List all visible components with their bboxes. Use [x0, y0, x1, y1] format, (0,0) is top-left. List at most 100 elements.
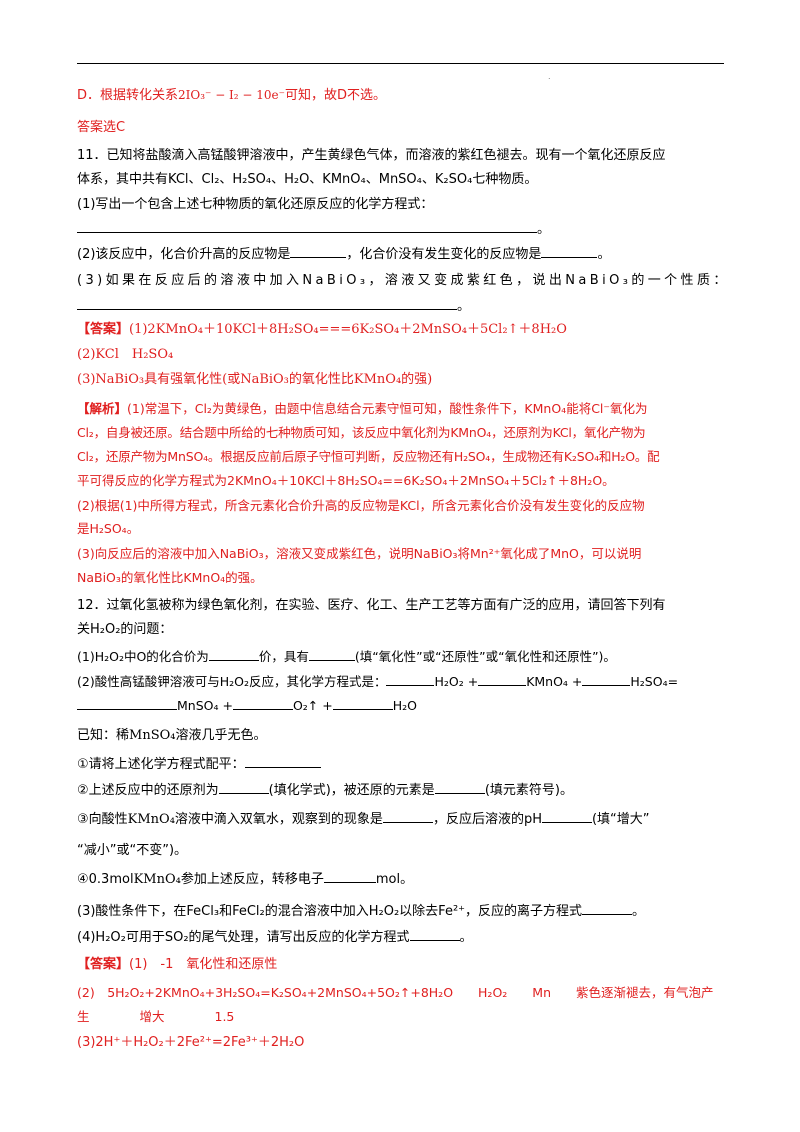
q11-part3: (3)如果在反应后的溶液中加入NaBiO₃，溶液又变成紫红色，说出NaBiO₃的… — [77, 273, 730, 288]
analysis-11-line5: (2)根据(1)中所得方程式，所含元素化合价升高的反应物是KCl，所含元素化合价… — [77, 498, 645, 513]
q11-part1-blank[interactable] — [77, 220, 537, 233]
analysis-11-line8: NaBiO₃的氧化性比KMnO₄的强。 — [77, 570, 263, 585]
q11-part2-blank1[interactable] — [290, 245, 347, 258]
q12-part4-period: 。 — [459, 930, 473, 945]
q12-sub2-text-c: (填元素符号)。 — [484, 783, 573, 798]
q11-part2-text-a: (2)该反应中，化合价升高的反应物是 — [77, 247, 291, 262]
q12-part3-period: 。 — [632, 904, 646, 919]
q12-sub3-text-b: 溶液中滴入双氧水，观察到的现象是 — [174, 812, 383, 827]
header-dot: . — [548, 72, 551, 81]
q12-sub2-text-a: ②上述反应中的还原剂为 — [77, 783, 219, 798]
analysis-11-line4: 平可得反应的化学方程式为2KMnO₄＋10KCl＋8H₂SO₄==6K₂SO₄＋… — [77, 473, 615, 488]
answer-11-2: (2)KCl H₂SO₄ — [77, 347, 174, 362]
q12-sub3-formula: KMnO₄ — [127, 812, 175, 827]
q12-known-formula: MnSO₄ — [129, 728, 176, 743]
q12-sub4-text-c: mol。 — [375, 872, 414, 887]
q12-sub3: ③向酸性KMnO₄溶液中滴入双氧水，观察到的现象是 ，反应后溶液的pH (填“增大” — [77, 810, 650, 829]
q12-known: 已知：稀MnSO₄溶液几乎无色。 — [77, 727, 267, 745]
q11-part3-blank[interactable] — [77, 297, 457, 310]
answer-12-1: (1) -1 氧化性和还原性 — [129, 957, 278, 972]
q12-sub3-blank1[interactable] — [382, 810, 433, 823]
q12-part3-blank[interactable] — [582, 902, 633, 915]
q12-part1-blank2[interactable] — [308, 648, 355, 661]
q12-coef-mnso4[interactable] — [77, 697, 177, 710]
q12-h2so4: H₂SO₄= — [630, 674, 679, 689]
q12-sub4: ④0.3molKMnO₄参加上述反应，转移电子 mol。 — [77, 870, 413, 889]
answer-12-2-line1: (2) 5H₂O₂+2KMnO₄+3H₂SO₄=K₂SO₄+2MnSO₄+5O₂… — [77, 985, 714, 1000]
answer-12-3: (3)2H⁺＋H₂O₂＋2Fe²⁺=2Fe³⁺＋2H₂O — [77, 1035, 305, 1050]
q12-part1: (1)H₂O₂中O的化合价为 价，具有 (填“氧化性”或“还原性”或“氧化性和还原性… — [77, 648, 616, 666]
q12-sub4-blank[interactable] — [323, 870, 376, 883]
analysis-11-line1: (1)常温下，Cl₂为黄绿色，由题中信息结合元素守恒可知，酸性条件下，KMnO₄… — [127, 401, 648, 416]
q12-coef-o2[interactable] — [232, 697, 293, 710]
analysis-11-line7: (3)向反应后的溶液中加入NaBiO₃，溶液又变成紫红色，说明NaBiO₃将Mn… — [77, 546, 642, 561]
q12-part1-text-a: (1)H₂O₂中O的化合价为 — [77, 649, 209, 664]
q12-coef-h2o2[interactable] — [386, 673, 435, 686]
q12-sub4-text-a: ④0.3mol — [77, 872, 134, 887]
header-rule — [77, 63, 724, 64]
q12-coef-h2so4[interactable] — [582, 673, 631, 686]
q12-part2-text: (2)酸性高锰酸钾溶液可与H₂O₂反应，其化学方程式是： — [77, 674, 387, 689]
q12-o2: O₂↑ + — [292, 698, 333, 713]
q11-part2-blank2[interactable] — [541, 245, 598, 258]
answer-tag-12: 【答案】 — [77, 957, 130, 972]
q12-sub3-text-e: “减小”或“不变”)。 — [77, 843, 188, 858]
q11-part2: (2)该反应中，化合价升高的反应物是 ，化合价没有发生变化的反应物是 。 — [77, 245, 610, 264]
answer-11-3: (3)NaBiO₃具有强氧化性(或NaBiO₃的氧化性比KMnO₄的强) — [77, 372, 433, 387]
option-d-formula: 2IO₃⁻ − I₂ − 10e⁻ — [178, 88, 285, 102]
q12-part1-text-b: 价，具有 — [258, 649, 309, 664]
q12-sub3-text-d: (填“增大” — [591, 812, 650, 827]
q12-sub4-text-b: 参加上述反应，转移电子 — [180, 872, 324, 887]
q12-sub2: ②上述反应中的还原剂为 (填化学式)，被还原的元素是 (填元素符号)。 — [77, 781, 573, 800]
q12-part4: (4)H₂O₂可用于SO₂的尾气处理，请写出反应的化学方程式 。 — [77, 928, 473, 947]
q12-h2o: H₂O — [392, 698, 417, 713]
q12-coef-kmno4[interactable] — [478, 673, 527, 686]
analysis-11-line3: Cl₂，还原产物为MnSO₄。根据反应前后原子守恒可判断，反应物还有H₂SO₄，… — [77, 449, 660, 464]
option-d-prefix: D．根据转化关系 — [77, 88, 179, 103]
q12-known-b: 溶液几乎无色。 — [175, 728, 267, 743]
q12-sub1-blank[interactable] — [244, 755, 321, 768]
q12-h2o2: H₂O₂ + — [434, 674, 479, 689]
q12-sub3-text-a: ③向酸性 — [77, 812, 128, 827]
q11-part1: (1)写出一个包含上述七种物质的氧化还原反应的化学方程式： — [77, 197, 434, 212]
q11-part3-blank-line: 。 — [77, 297, 470, 316]
q12-sub2-blank1[interactable] — [218, 781, 269, 794]
q12-part3-text: (3)酸性条件下，在FeCl₃和FeCl₂的混合溶液中加入H₂O₂以除去Fe²⁺… — [77, 904, 583, 919]
q11-part1-blank-line: 。 — [77, 220, 550, 239]
q12-stem-line2: 关H₂O₂的问题： — [77, 622, 173, 637]
q12-part1-blank1[interactable] — [208, 648, 259, 661]
q11-stem-line1: 11．已知将盐酸滴入高锰酸钾溶液中，产生黄绿色气体，而溶液的紫红色褪去。现有一个… — [77, 148, 666, 163]
q11-part2-text-b: ，化合价没有发生变化的反应物是 — [346, 247, 542, 262]
q12-part4-blank[interactable] — [409, 928, 460, 941]
option-d-line: D．根据转化关系2IO₃⁻ − I₂ − 10e⁻可知，故D不选。 — [77, 86, 386, 105]
q12-known-a: 已知：稀 — [77, 728, 130, 743]
q12-stem-line1: 12．过氧化氢被称为绿色氧化剂，在实验、医疗、化工、生产工艺等方面有广泛的应用，… — [77, 598, 666, 613]
answer-c: 答案选C — [77, 120, 126, 135]
q11-part2-text-c: 。 — [597, 247, 611, 262]
q12-sub1: ①请将上述化学方程式配平： — [77, 755, 321, 774]
q12-part3: (3)酸性条件下，在FeCl₃和FeCl₂的混合溶液中加入H₂O₂以除去Fe²⁺… — [77, 902, 645, 921]
q12-sub2-text-b: (填化学式)，被还原的元素是 — [268, 783, 435, 798]
q12-part1-text-c: (填“氧化性”或“还原性”或“氧化性和还原性”)。 — [354, 649, 616, 664]
q12-part4-text: (4)H₂O₂可用于SO₂的尾气处理，请写出反应的化学方程式 — [77, 930, 410, 945]
q12-sub2-blank2[interactable] — [434, 781, 485, 794]
q12-sub4-formula: KMnO₄ — [133, 872, 181, 887]
analysis-11-line2: Cl₂，自身被还原。结合题中所给的七种物质可知，该反应中氧化剂为KMnO₄，还原… — [77, 425, 646, 440]
option-d-suffix: 可知，故D不选。 — [285, 88, 387, 103]
analysis-tag-11: 【解析】 — [77, 401, 128, 416]
q12-part2: (2)酸性高锰酸钾溶液可与H₂O₂反应，其化学方程式是： H₂O₂ + KMnO₄ … — [77, 673, 678, 691]
q12-sub3-blank2[interactable] — [541, 810, 592, 823]
q12-sub1-text: ①请将上述化学方程式配平： — [77, 757, 245, 772]
q12-mnso4: MnSO₄ + — [177, 698, 233, 713]
q12-kmno4: KMnO₄ + — [526, 674, 583, 689]
answer-tag-11: 【答案】 — [77, 322, 130, 337]
q11-part3-period: 。 — [457, 299, 471, 314]
answer-11-1: (1)2KMnO₄＋10KCl＋8H₂SO₄===6K₂SO₄＋2MnSO₄＋5… — [129, 322, 567, 337]
q11-stem-line2: 体系，其中共有KCl、Cl₂、H₂SO₄、H₂O、KMnO₄、MnSO₄、K₂S… — [77, 172, 538, 187]
q11-part1-period: 。 — [537, 222, 551, 237]
analysis-11-line6: 是H₂SO₄。 — [77, 521, 140, 536]
q12-sub3-text-c: ，反应后溶液的pH — [432, 812, 542, 827]
q12-part2-line2: MnSO₄ + O₂↑ + H₂O — [77, 697, 417, 715]
q12-coef-h2o[interactable] — [332, 697, 393, 710]
answer-12-2-line2: 生 增大 1.5 — [77, 1009, 235, 1024]
